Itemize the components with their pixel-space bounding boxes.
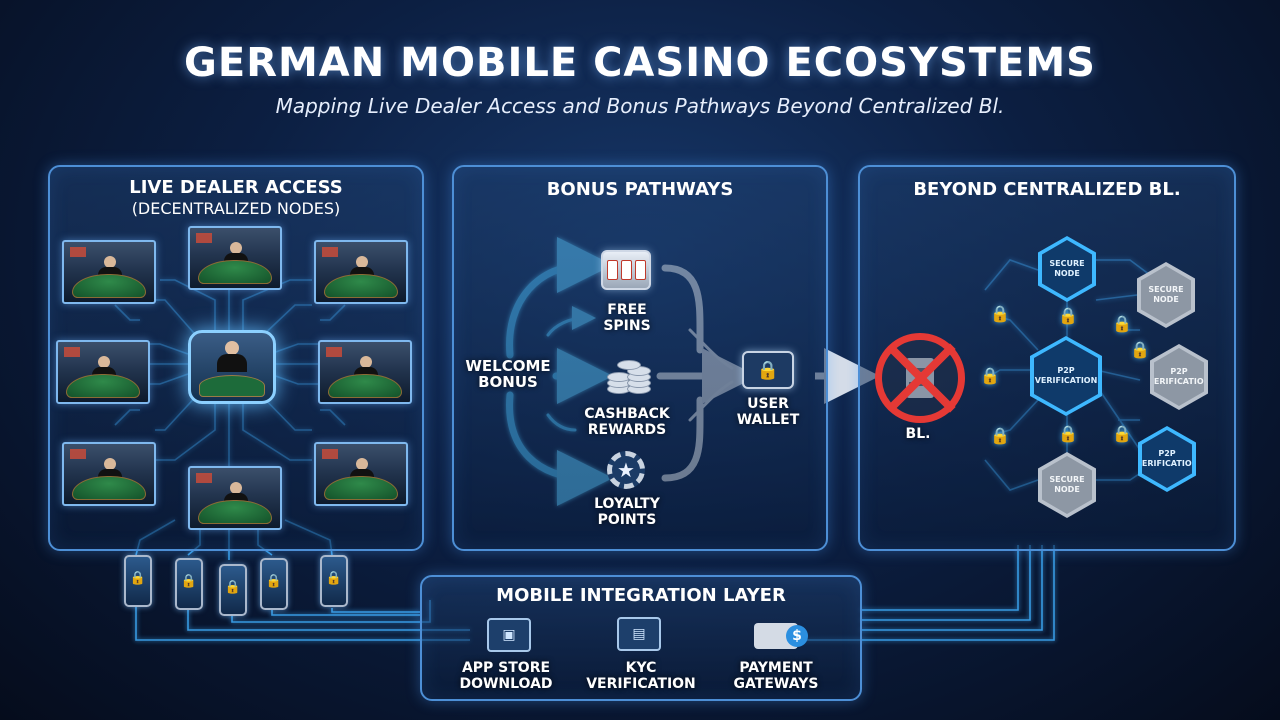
padlock-icon: 🔒 [1112,424,1132,443]
live-dealer-title: LIVE DEALER ACCESS [129,177,343,198]
star-badge-icon: ★ [604,448,648,492]
padlock-icon: 🔒 [1112,314,1132,333]
padlock-icon: 🔒 [990,426,1010,445]
payment-card-icon [746,616,808,656]
dealer-table-thumbnail[interactable] [314,240,408,304]
mobile-phone: 🔒 [260,558,288,610]
mobile-phone: 🔒 [219,564,247,616]
page-subtitle: Mapping Live Dealer Access and Bonus Pat… [275,94,1005,118]
padlock-icon: 🔒 [129,571,147,586]
bonus-pathways-title: BONUS PATHWAYS [546,179,734,200]
padlock-icon: 🔒 [265,574,283,589]
dealer-table-thumbnail[interactable] [56,340,150,404]
dealer-table-thumbnail[interactable] [62,240,156,304]
dealer-table-thumbnail[interactable] [188,226,282,290]
padlock-icon: 🔒 [1058,424,1078,443]
app-store-icon: ▣ [484,614,534,656]
wallet-icon: 🔒 [740,348,796,392]
padlock-icon: 🔒 [224,580,242,595]
padlock-icon: 🔒 [1130,340,1150,359]
dealer-table-thumbnail[interactable] [314,442,408,506]
slot-machine-icon [598,246,654,294]
padlock-icon: 🔒 [990,304,1010,323]
coins-stack-icon [600,352,656,396]
dealer-table-thumbnail[interactable] [62,442,156,506]
mobile-phone: 🔒 [175,558,203,610]
dealer-table-thumbnail[interactable] [188,466,282,530]
mobile-phone: 🔒 [320,555,348,607]
central-dealer-hub[interactable] [188,330,276,404]
padlock-icon: 🔒 [980,366,1000,385]
padlock-icon: 🔒 [180,574,198,589]
page-title: GERMAN MOBILE CASINO ECOSYSTEMS [184,40,1096,86]
mobile-integration-title: MOBILE INTEGRATION LAYER [496,585,786,606]
blocked-label: BL. [905,426,931,442]
padlock-icon: 🔒 [325,571,343,586]
blocked-server-icon [872,330,968,426]
padlock-icon: 🔒 [1058,306,1078,325]
beyond-centralized-title: BEYOND CENTRALIZED BL. [913,179,1181,200]
mobile-phone: 🔒 [124,555,152,607]
dealer-table-thumbnail[interactable] [318,340,412,404]
live-dealer-subtitle: (DECENTRALIZED NODES) [131,199,341,218]
kyc-id-card-icon: ▤ [614,612,664,656]
